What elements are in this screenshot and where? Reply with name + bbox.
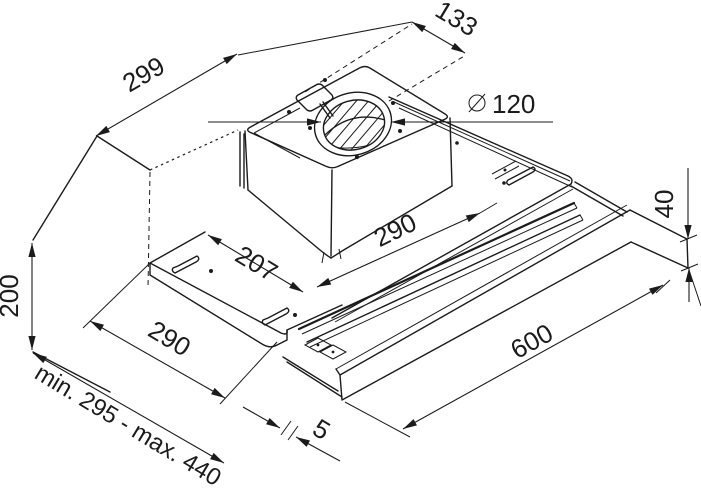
vent-collar-outer — [313, 91, 393, 157]
cabinet-niche-outline — [32, 21, 413, 393]
plate-slot-2 — [261, 307, 290, 326]
dim-600-label: 600 — [505, 317, 557, 364]
dim-depth-range-label: min. 295 - max. 440 — [30, 359, 226, 491]
dim-290-body-label: 290 — [369, 207, 421, 253]
box-top-seam — [253, 107, 301, 159]
damper-flap-edge — [321, 116, 389, 139]
dim-600: 600 — [344, 269, 701, 438]
latch-bracket — [303, 337, 348, 360]
dim-200: 200 — [0, 243, 36, 350]
terminal-box — [287, 78, 334, 114]
dim-5: 5 — [242, 406, 341, 462]
slide-arm — [282, 356, 343, 398]
niche-top-back-edge — [149, 129, 239, 171]
dim-207-label: 207 — [230, 239, 283, 287]
dim-200-label: 200 — [0, 274, 24, 317]
rail-stop-hole — [503, 168, 507, 172]
vent-screw-3 — [354, 154, 360, 160]
slide-rails — [282, 160, 584, 398]
niche-top-inner-edge — [96, 135, 151, 171]
dim-299: 299 — [95, 50, 238, 137]
dim-120-label: 120 — [492, 89, 535, 119]
box-top-face — [247, 65, 449, 169]
niche-right-wall-edge — [239, 131, 245, 189]
plate-hole-2 — [293, 313, 297, 317]
box-front-edge — [330, 169, 333, 257]
rail-stop-bracket — [491, 160, 520, 180]
damper-hinge — [319, 101, 334, 119]
dim-290-front-label: 290 — [143, 314, 196, 362]
canopy-slot — [506, 166, 536, 186]
diameter-symbol-slash — [468, 93, 486, 113]
diameter-symbol — [468, 94, 486, 112]
visor-right-end — [629, 209, 689, 269]
canopy-right-band — [393, 101, 573, 188]
plate-slot-1 — [171, 255, 200, 274]
rail-top-inner — [301, 207, 578, 335]
terminal-screw-1 — [287, 110, 291, 114]
vent-screw-1 — [308, 126, 312, 130]
dim-133: 133 — [304, 0, 483, 102]
dim-40-label: 40 — [649, 190, 679, 219]
canopy-hole-1 — [502, 181, 506, 185]
niche-guide-line — [237, 21, 413, 56]
dim-290-body: 290 — [316, 202, 498, 288]
box-right-edge — [449, 117, 453, 187]
vent-louvers — [317, 92, 391, 158]
terminal-screw-2 — [323, 78, 327, 82]
box-left-edge — [244, 130, 249, 191]
canopy-hole-2 — [455, 141, 459, 145]
canopy-right-top-edge — [388, 96, 573, 185]
dim-diameter-120: 120 — [208, 89, 553, 126]
latch-hole-1 — [316, 343, 320, 347]
vent-outlet — [308, 91, 402, 160]
dim-207: 207 — [207, 234, 304, 293]
dim-133-label: 133 — [430, 0, 483, 42]
vent-opening — [322, 99, 386, 151]
dim-40: 40 — [649, 168, 699, 302]
dim-depth-range: min. 295 - max. 440 — [30, 352, 226, 492]
dim-5-label: 5 — [308, 413, 336, 446]
plate-hole-1 — [209, 269, 213, 273]
plate-front-top-edge — [149, 262, 288, 335]
dim-290-front: 290 — [82, 262, 278, 405]
dim-299-label: 299 — [117, 50, 170, 98]
vent-screw-2 — [398, 129, 402, 133]
canopy-to-visor-edge — [570, 181, 628, 217]
vent-screw-4 — [391, 101, 395, 105]
niche-hidden-corner-edge — [147, 171, 151, 289]
niche-front-left-edge — [32, 135, 98, 241]
latch-hole-2 — [331, 350, 335, 354]
